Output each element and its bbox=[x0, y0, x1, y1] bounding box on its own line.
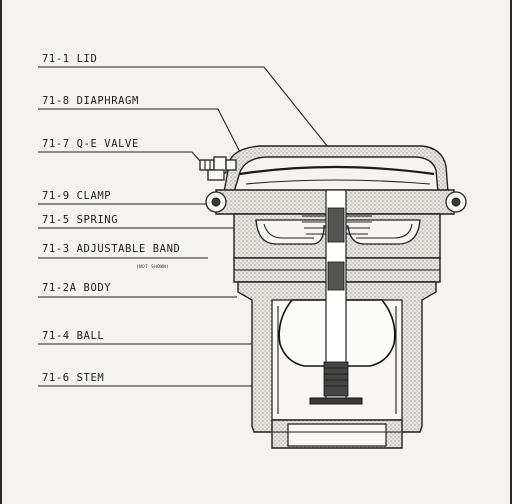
outlet bbox=[271, 419, 403, 449]
label-lid: 71-1 LID bbox=[42, 53, 97, 65]
label-not-shown: (NOT SHOWN) bbox=[136, 264, 169, 270]
label-stem: 71-6 STEM bbox=[42, 372, 104, 384]
stem bbox=[309, 189, 363, 405]
label-diaphragm: 71-8 DIAPHRAGM bbox=[42, 95, 139, 107]
label-ball: 71-4 BALL bbox=[42, 330, 104, 342]
label-clamp: 71-9 CLAMP bbox=[42, 190, 111, 202]
label-adjustable-band: 71-3 ADJUSTABLE BAND bbox=[42, 243, 180, 255]
qe-valve bbox=[199, 156, 237, 181]
lid bbox=[223, 145, 449, 193]
label-body: 71-2A BODY bbox=[42, 282, 111, 294]
label-qe-valve: 71-7 Q-E VALVE bbox=[42, 138, 139, 150]
label-spring: 71-5 SPRING bbox=[42, 214, 118, 226]
